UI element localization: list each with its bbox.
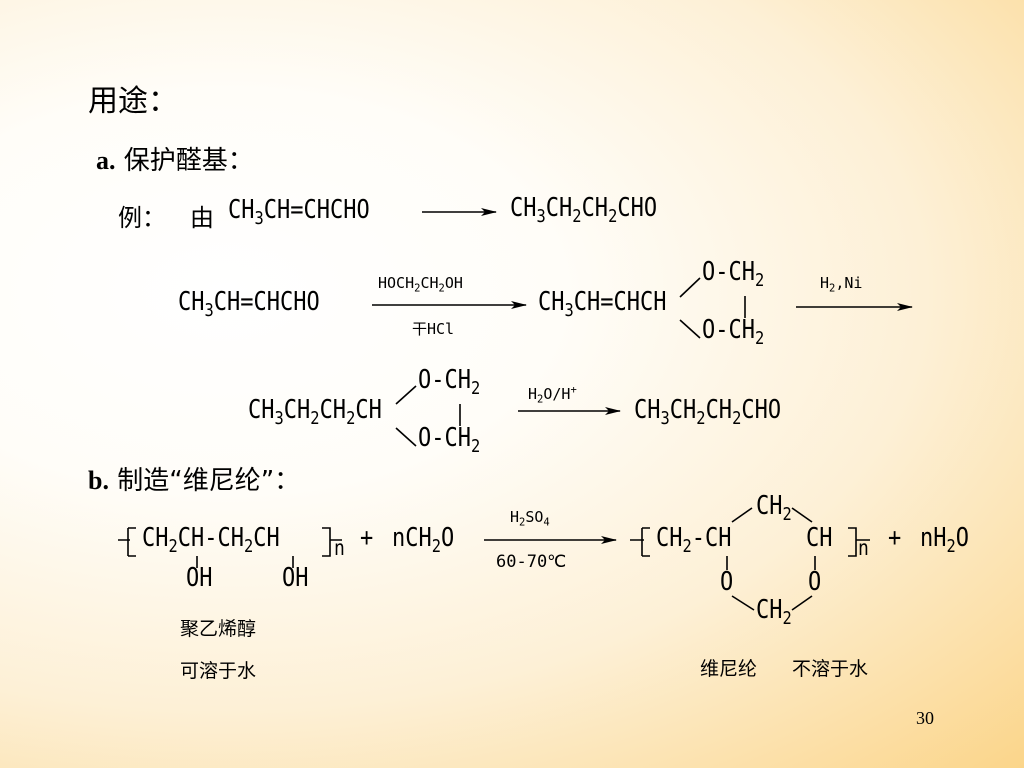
step1-reactant: CH3CH=CHCHO: [178, 287, 320, 321]
product-ring-bond-bottom-left: [731, 595, 755, 611]
section-b-label: b.: [88, 466, 109, 495]
step2-reactant-main: CH3CH2CH2CH: [248, 395, 382, 429]
plus-1: +: [360, 523, 374, 554]
polymer-bracket-left-hook: [128, 527, 136, 557]
product-o-right: O: [808, 567, 822, 598]
section-b-text: 制造“维尼纶”：: [117, 466, 301, 496]
product-left: CH2-CH: [656, 523, 732, 557]
polymer-oh-1: OH: [186, 563, 213, 594]
example-label: 例：: [118, 204, 166, 232]
example-by: 由: [190, 204, 214, 232]
polymer-bracket-right: [322, 527, 342, 557]
step1-ring-top: O-CH2: [702, 257, 765, 291]
product-subscript: n: [858, 536, 869, 561]
formaldehyde: nCH2O: [392, 523, 455, 557]
section-a-label: a.: [96, 146, 116, 175]
reaction-b-reagent-top: H2SO4: [510, 508, 550, 529]
product-o-left: O: [720, 567, 734, 598]
step1-reagent-top: HOCH2CH2OH: [378, 274, 463, 295]
pva-solubility: 可溶于水: [180, 660, 257, 682]
step2-ring-bottom: O-CH2: [418, 423, 481, 457]
step1-product-main: CH3CH=CHCH: [538, 287, 667, 321]
page-title: 用途：: [88, 84, 178, 119]
vinylon-solubility: 不溶于水: [792, 658, 869, 680]
example-reactant: CH3CH=CHCHO: [228, 195, 370, 229]
product-bracket-left: [630, 527, 650, 557]
step1-ring-bond-lower: [679, 319, 701, 339]
section-a-text: 保护醛基：: [123, 146, 254, 176]
example-product: CH3CH2CH2CHO: [510, 193, 658, 227]
step1-reagent-bottom: 干HCl: [412, 320, 455, 338]
step2-ring-bond-upper: [395, 385, 417, 405]
step1-ring-bond-upper: [679, 277, 701, 298]
polymer-subscript: n: [334, 536, 345, 561]
product-bracket-right: [848, 527, 870, 557]
step2-product: CH3CH2CH2CHO: [634, 395, 782, 429]
step2-ring-top: O-CH2: [418, 365, 481, 399]
product-ring-bottom: CH2: [756, 595, 792, 629]
section-b-heading: b. 制造“维尼纶”：: [88, 460, 300, 497]
step1-next-reagent: H2,Ni: [820, 274, 863, 295]
polymer-oh-2: OH: [282, 563, 309, 594]
plus-2: +: [888, 523, 902, 554]
product-ring-bond-top-right: [791, 507, 813, 523]
page-number: 30: [916, 708, 934, 728]
step2-reagent: H2O/H+: [528, 384, 577, 406]
product-ring-top: CH2: [756, 491, 792, 525]
product-right: CH: [806, 523, 833, 554]
section-a-heading: a. 保护醛基：: [96, 140, 254, 177]
reaction-b-reagent-bottom: 60-70℃: [496, 552, 567, 572]
step2-ring-bond-lower: [395, 427, 417, 447]
polymer-bracket-left: [118, 528, 130, 556]
polymer-formula: CH2CH-CH2CH: [142, 523, 280, 557]
product-ring-bond-bottom-right: [791, 595, 813, 611]
pva-name: 聚乙烯醇: [180, 618, 257, 640]
vinylon-name: 维尼纶: [700, 658, 758, 680]
water: nH2O: [920, 523, 970, 557]
step1-ring-bottom: O-CH2: [702, 315, 765, 349]
product-ring-bond-top-left: [731, 507, 753, 523]
